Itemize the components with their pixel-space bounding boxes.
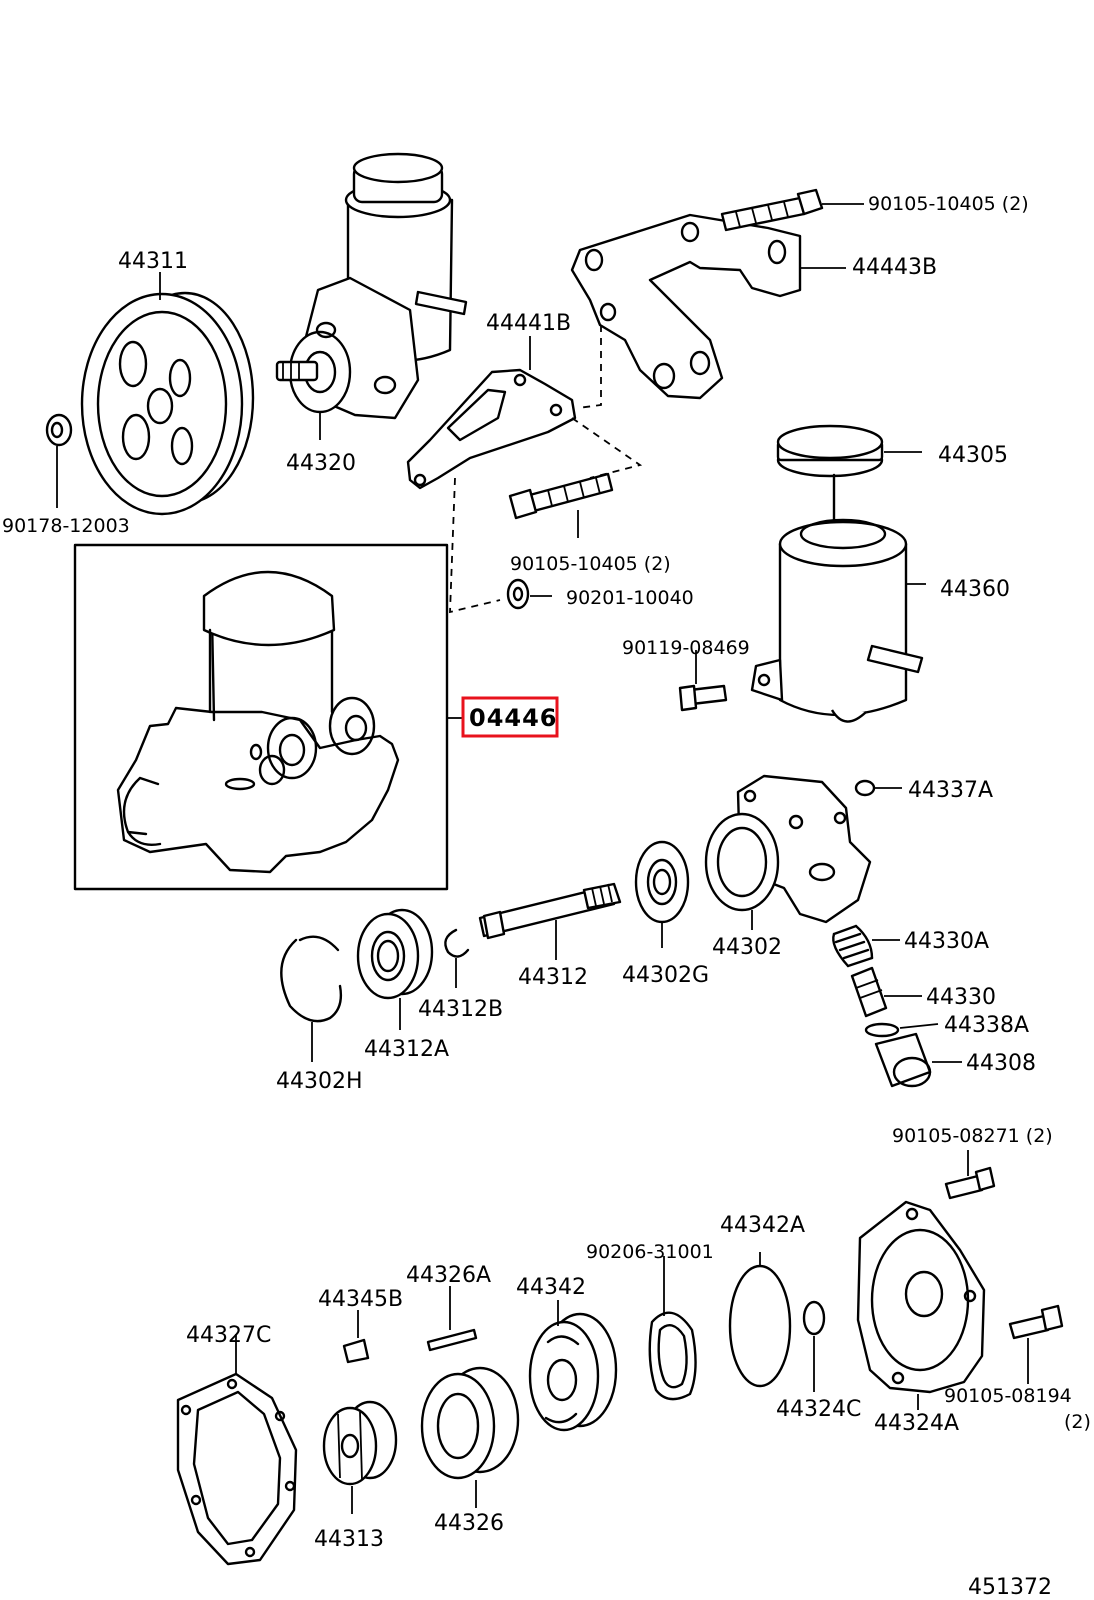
label-44308: 44308	[966, 1051, 1036, 1076]
vane-44345b[interactable]	[342, 1310, 370, 1364]
cap-44305[interactable]	[776, 424, 922, 526]
bolt-90119[interactable]	[678, 650, 728, 712]
cam-ring-44326[interactable]	[420, 1366, 520, 1508]
label-90178: 90178-12003	[2, 515, 130, 537]
bolt-90105-08271[interactable]	[944, 1150, 996, 1200]
label-44302h: 44302H	[276, 1069, 363, 1094]
label-44326a: 44326A	[406, 1263, 491, 1288]
plate-44342[interactable]	[528, 1300, 618, 1432]
label-44313: 44313	[314, 1527, 384, 1552]
shaft-44312[interactable]	[478, 882, 622, 960]
pin-44326a[interactable]	[426, 1286, 478, 1352]
label-44360: 44360	[940, 577, 1010, 602]
label-44342: 44342	[516, 1275, 586, 1300]
seal-44302g[interactable]	[634, 840, 690, 948]
label-44330: 44330	[926, 985, 996, 1010]
label-44345b: 44345B	[318, 1287, 403, 1312]
label-90105-middle: 90105-10405 (2)	[510, 553, 671, 575]
label-44338a: 44338A	[944, 1013, 1029, 1038]
pulley-44311[interactable]	[80, 291, 255, 516]
label-44337a: 44337A	[908, 778, 993, 803]
bolt-90105-middle[interactable]	[508, 472, 614, 538]
o-ring-44337a[interactable]	[854, 779, 902, 797]
label-44327c: 44327C	[186, 1323, 271, 1348]
label-90201: 90201-10040	[566, 587, 694, 609]
valve-44330[interactable]	[850, 966, 922, 1018]
plug-44308[interactable]	[874, 1032, 962, 1088]
cover-44324a[interactable]	[856, 1200, 986, 1410]
label-44302g: 44302G	[622, 963, 709, 988]
label-44342a: 44342A	[720, 1213, 805, 1238]
reservoir-44360[interactable]	[750, 518, 926, 723]
label-44302: 44302	[712, 935, 782, 960]
pump-assembly-44320[interactable]	[275, 152, 468, 440]
o-ring-44338a[interactable]	[864, 1022, 939, 1038]
repair-kit-box-04446	[73, 543, 463, 891]
label-44312b: 44312B	[418, 997, 503, 1022]
housing-44302[interactable]	[704, 774, 872, 930]
highlight-04446[interactable]	[461, 696, 559, 738]
label-44312: 44312	[518, 965, 588, 990]
label-04446[interactable]: 04446	[469, 704, 558, 732]
snap-ring-44312b[interactable]	[444, 928, 470, 988]
nut-90178[interactable]	[45, 413, 73, 508]
rotor-44313[interactable]	[322, 1400, 398, 1514]
label-44312a: 44312A	[364, 1037, 449, 1062]
label-44443b: 44443B	[852, 255, 937, 280]
washer-90201[interactable]	[506, 578, 552, 610]
bracket-44441b[interactable]	[406, 368, 577, 490]
label-90105-08271: 90105-08271 (2)	[892, 1125, 1053, 1147]
bearing-44312a[interactable]	[356, 908, 434, 1030]
gasket-90206[interactable]	[648, 1256, 697, 1401]
label-44311: 44311	[118, 249, 188, 274]
label-44324a: 44324A	[874, 1411, 959, 1436]
label-90119: 90119-08469	[622, 637, 750, 659]
bolt-90105-top[interactable]	[720, 188, 824, 232]
label-44330a: 44330A	[904, 929, 989, 954]
snap-ring-44302h[interactable]	[280, 935, 343, 1062]
label-44441b: 44441B	[486, 311, 571, 336]
label-44320: 44320	[286, 451, 356, 476]
label-44305: 44305	[938, 443, 1008, 468]
gasket-44327c[interactable]	[176, 1334, 298, 1566]
o-ring-44324c[interactable]	[802, 1300, 826, 1392]
label-90105-08194-qty: (2)	[1064, 1411, 1091, 1433]
spring-44330a[interactable]	[832, 924, 900, 968]
label-44326: 44326	[434, 1511, 504, 1536]
bracket-44443b[interactable]	[570, 213, 802, 400]
label-90105-08194: 90105-08194	[944, 1385, 1072, 1407]
label-44324c: 44324C	[776, 1397, 861, 1422]
o-ring-44342a[interactable]	[728, 1252, 792, 1388]
label-90206: 90206-31001	[586, 1241, 714, 1263]
label-90105-top: 90105-10405 (2)	[868, 193, 1029, 215]
bolt-90105-08194[interactable]	[1008, 1304, 1064, 1384]
figure-number: 451372	[968, 1575, 1052, 1600]
